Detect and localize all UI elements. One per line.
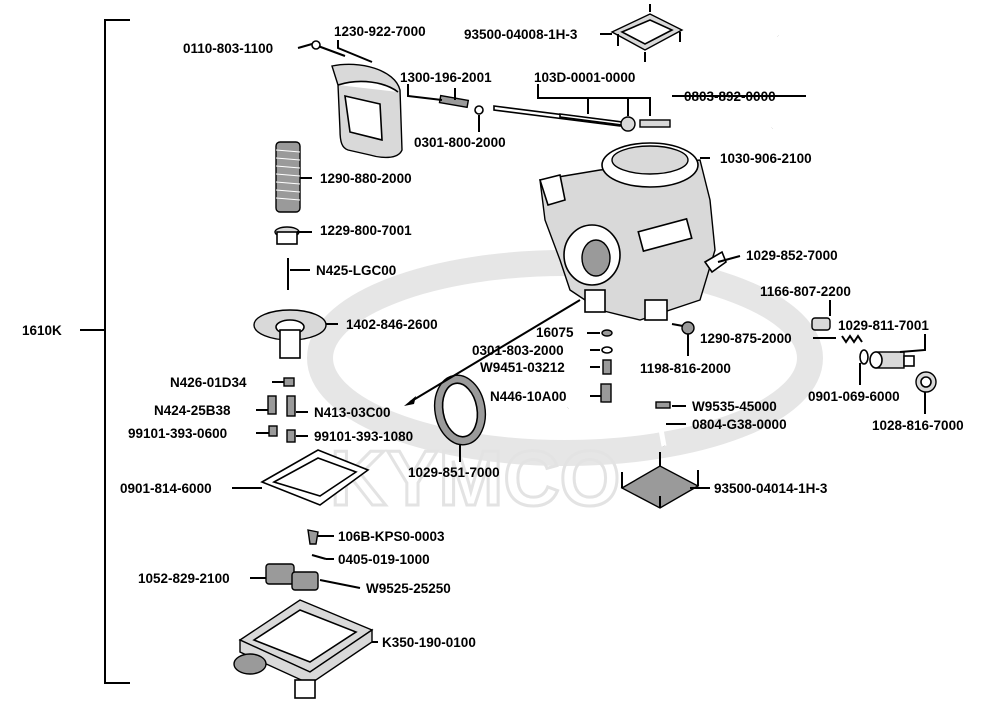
label-1290-875-2000: 1290-875-2000 bbox=[700, 331, 792, 346]
label-0901-814-6000: 0901-814-6000 bbox=[120, 481, 212, 496]
leader-lines bbox=[232, 33, 926, 643]
retainer-part bbox=[274, 226, 300, 245]
label-1029-852-7000: 1029-852-7000 bbox=[746, 248, 838, 263]
spring-w9451-part bbox=[602, 359, 612, 375]
carburetor-body-part bbox=[538, 142, 716, 321]
screw-0600-part bbox=[268, 425, 278, 437]
spring-part bbox=[275, 141, 301, 213]
label-93500-04008-1h-3: 93500-04008-1H-3 bbox=[464, 27, 578, 42]
label-1290-880-2000: 1290-880-2000 bbox=[320, 171, 412, 186]
bottom-gasket-part bbox=[620, 452, 700, 509]
label-w9451-03212: W9451-03212 bbox=[480, 360, 565, 375]
washer-part bbox=[474, 105, 484, 115]
label-w9525-25250: W9525-25250 bbox=[366, 581, 451, 596]
label-106b-kps0-0003: 106B-KPS0-0003 bbox=[338, 529, 445, 544]
label-0901-069-6000: 0901-069-6000 bbox=[808, 389, 900, 404]
screw-106b-part bbox=[307, 529, 319, 545]
label-0301-803-2000: 0301-803-2000 bbox=[472, 343, 564, 358]
adjust-screw-part bbox=[438, 88, 470, 109]
end-cap-part bbox=[915, 371, 937, 393]
label-0405-019-1000: 0405-019-1000 bbox=[338, 552, 430, 567]
cap-part bbox=[811, 317, 831, 331]
label-103d-0001-0000: 103D-0001-0000 bbox=[534, 70, 635, 85]
screw-1198-part bbox=[681, 321, 695, 348]
label-0803-892-0000: 0803-892-0000 bbox=[684, 89, 776, 104]
label-1030-906-2100: 1030-906-2100 bbox=[720, 151, 812, 166]
group-label: 1610K bbox=[22, 323, 62, 338]
spring-1290-part bbox=[841, 334, 863, 344]
label-99101-393-1080: 99101-393-1080 bbox=[314, 429, 413, 444]
watermark-text: KYMCO bbox=[330, 434, 620, 522]
bowl-gasket-part bbox=[260, 449, 370, 506]
o-ring-part bbox=[859, 349, 869, 365]
float-bowl-part bbox=[233, 599, 374, 699]
throttle-rod-part bbox=[493, 105, 671, 132]
label-1402-846-2600: 1402-846-2600 bbox=[346, 317, 438, 332]
group-bracket bbox=[80, 19, 130, 684]
jet-16075-part bbox=[601, 329, 613, 337]
label-16075: 16075 bbox=[536, 325, 574, 340]
fuel-hose-part bbox=[767, 32, 829, 130]
label-1052-829-2100: 1052-829-2100 bbox=[138, 571, 230, 586]
label-n426-01d34: N426-01D34 bbox=[170, 375, 247, 390]
label-0110-803-1100: 0110-803-1100 bbox=[183, 41, 273, 56]
label-n424-25b38: N424-25B38 bbox=[154, 403, 231, 418]
label-93500-04014-1h-3: 93500-04014-1H-3 bbox=[714, 481, 828, 496]
label-n413-03c00: N413-03C00 bbox=[314, 405, 391, 420]
label-1166-807-2200: 1166-807-2200 bbox=[760, 284, 851, 299]
label-1229-800-7001: 1229-800-7001 bbox=[320, 223, 412, 238]
label-n446-10a00: N446-10A00 bbox=[490, 389, 567, 404]
jet-n446-part bbox=[600, 383, 612, 403]
top-cover-part bbox=[311, 40, 403, 159]
washer-0301-part bbox=[601, 346, 613, 354]
elbow-fitting-part bbox=[703, 250, 727, 274]
label-k350-190-0100: K350-190-0100 bbox=[382, 635, 476, 650]
seal-ring-part bbox=[433, 374, 487, 446]
label-1028-816-7000: 1028-816-7000 bbox=[872, 418, 964, 433]
label-99101-393-0600: 99101-393-0600 bbox=[128, 426, 227, 441]
label-1029-851-7000: 1029-851-7000 bbox=[408, 465, 500, 480]
label-1300-196-2001: 1300-196-2001 bbox=[400, 70, 492, 85]
jet-n426-part bbox=[283, 377, 295, 387]
label-1198-816-2000: 1198-816-2000 bbox=[640, 361, 731, 376]
label-0804-g38-0000: 0804-G38-0000 bbox=[692, 417, 787, 432]
plunger-part bbox=[869, 351, 915, 369]
pin-0405-part bbox=[311, 554, 327, 560]
tube-part bbox=[567, 401, 671, 447]
label-1029-811-7001: 1029-811-7001 bbox=[838, 318, 929, 333]
jet-n413-part bbox=[286, 395, 296, 417]
float-part bbox=[265, 563, 319, 591]
label-w9535-45000: W9535-45000 bbox=[692, 399, 777, 414]
top-gasket-part bbox=[610, 4, 684, 62]
label-1230-922-7000: 1230-922-7000 bbox=[334, 24, 426, 39]
label-n425-lgc00: N425-LGC00 bbox=[316, 263, 396, 278]
label-0301-800-2000: 0301-800-2000 bbox=[414, 135, 506, 150]
jet-n424-part bbox=[267, 395, 277, 415]
screw-1080-part bbox=[286, 429, 296, 443]
